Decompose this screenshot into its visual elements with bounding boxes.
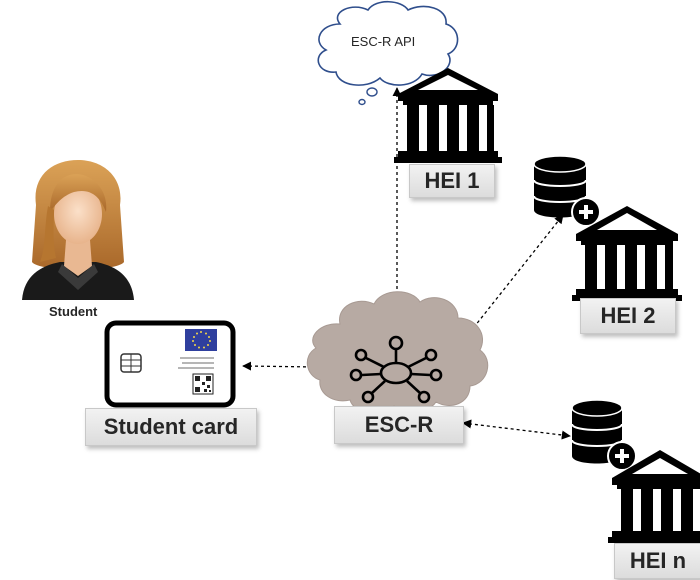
hub-cloud <box>306 291 489 414</box>
chip-icon <box>120 353 142 373</box>
connector-hub-hein <box>462 419 571 440</box>
cloud-bubble-small <box>358 98 366 106</box>
network-hub-icon <box>349 335 443 404</box>
bank-building-icon <box>394 68 502 163</box>
card-text-lines <box>178 357 214 369</box>
collar <box>58 264 98 290</box>
student-card-label: Student card <box>85 408 257 446</box>
hair-fringe <box>50 174 107 212</box>
escr-label: ESC-R <box>334 406 464 444</box>
bank-building-icon <box>608 450 700 543</box>
hei1-label: HEI 1 <box>409 164 495 198</box>
cloud-bubble-large <box>366 87 378 97</box>
neck <box>64 240 92 276</box>
api-cloud <box>317 0 459 106</box>
hein-label: HEI n <box>614 543 700 579</box>
face <box>54 184 102 244</box>
hei2-label: HEI 2 <box>580 298 676 334</box>
bank-building-icon <box>572 206 682 301</box>
eu-flag <box>185 329 217 351</box>
id-card-icon <box>104 320 236 408</box>
api-cloud-label: ESC-R API <box>351 34 416 49</box>
connector-card-hub <box>242 361 319 372</box>
student-avatar-icon <box>22 160 134 300</box>
database-plus-icon <box>533 155 601 227</box>
qr-code-icon <box>192 373 214 395</box>
hair-side <box>40 206 56 262</box>
database-plus-icon <box>571 399 637 471</box>
student-label: Student <box>49 304 98 319</box>
